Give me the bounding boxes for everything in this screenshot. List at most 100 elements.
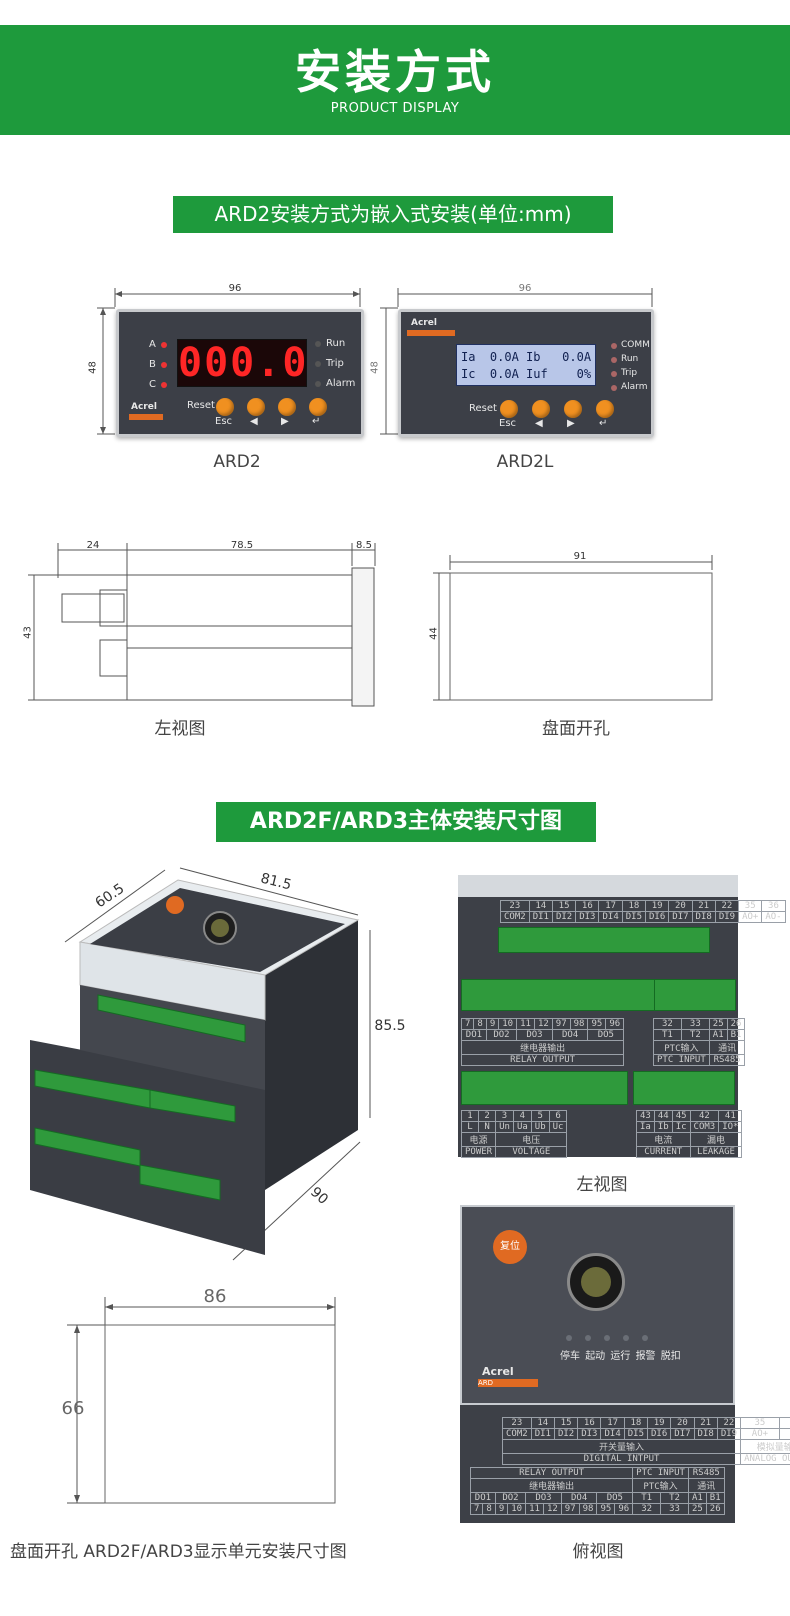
ard2-panel: A B C 000.0 Run Trip Alarm Acrel Reset E… <box>116 309 364 437</box>
phase-c-label: C <box>149 379 156 390</box>
terminal-label: DI6 <box>645 911 670 923</box>
reset-button[interactable] <box>500 400 518 418</box>
comm-cn: 通讯 <box>708 1040 746 1055</box>
esc-label: Esc <box>215 416 233 427</box>
terminal-number: 18 <box>621 900 647 912</box>
left-button[interactable] <box>532 400 550 418</box>
run-led <box>611 357 617 363</box>
trip-led <box>315 361 321 367</box>
phase-b-label: B <box>149 359 156 370</box>
relay-en-label: RELAY OUTPUT <box>460 1054 625 1066</box>
panel-dim-86: 86 <box>203 1286 227 1307</box>
run-label: Run <box>621 354 639 364</box>
leakage-cn: 漏电 <box>689 1132 743 1147</box>
terminal-label: DI3 <box>575 911 600 923</box>
terminal-label: DI1 <box>528 911 553 923</box>
terminal-number: 97 <box>560 1503 580 1515</box>
ard2-led-display: 000.0 <box>177 339 309 387</box>
alarm-label: Alarm <box>621 382 648 392</box>
terminal-label: DO1 <box>470 1492 496 1504</box>
terminal-number: 8 <box>473 1018 487 1030</box>
terminal-number: 95 <box>587 1018 607 1030</box>
side-view-caption: 左视图 <box>154 719 206 739</box>
ard2-dimension-lines <box>97 288 361 435</box>
terminal-number: 17 <box>600 1417 625 1429</box>
terminal-label: AO+ <box>738 911 763 923</box>
lcd-row-2: Ic 0.0A Iuf 0% <box>461 367 592 381</box>
current-en: CURRENT <box>636 1146 691 1158</box>
terminal-number: 21 <box>693 1417 718 1429</box>
terminal-number: 97 <box>551 1018 571 1030</box>
iso-dim-85-5: 85.5 <box>374 1018 406 1034</box>
terminal-number: 19 <box>645 900 670 912</box>
reset-knob[interactable]: 复位 <box>493 1230 527 1264</box>
terminal-label: T2 <box>660 1492 689 1504</box>
left-button[interactable] <box>247 398 265 416</box>
rs485-en: RS485 <box>687 1467 725 1479</box>
terminal-number: 15 <box>553 1417 579 1429</box>
terminal-number: 42 <box>689 1110 720 1122</box>
right-button[interactable] <box>278 398 296 416</box>
side-dim-78-5: 78.5 <box>230 540 254 551</box>
terminal-number: 25 <box>708 1018 728 1030</box>
terminal-label: COM2 <box>500 911 530 923</box>
enter-button[interactable] <box>309 398 327 416</box>
page-subtitle: PRODUCT DISPLAY <box>330 101 460 116</box>
terminal-label: DI6 <box>647 1428 672 1440</box>
reset-label: Reset <box>187 400 215 411</box>
terminal-number: 7 <box>469 1503 484 1515</box>
reset-label: Reset <box>469 403 497 414</box>
run-label: Run <box>326 338 346 349</box>
ard2l-dimension-lines <box>380 288 653 435</box>
terminal-number: 21 <box>691 900 716 912</box>
terminal-number: 10 <box>498 1018 518 1030</box>
header-banner <box>0 25 790 135</box>
terminal-label: Ib <box>653 1121 673 1133</box>
terminal-number: 26 <box>726 1018 746 1030</box>
terminal-number: 7 <box>460 1018 475 1030</box>
esc-label: Esc <box>499 418 517 429</box>
terminal-number: 9 <box>485 1018 500 1030</box>
terminal-number: 17 <box>598 900 623 912</box>
ard2-height-dim: 48 <box>87 361 99 374</box>
terminal-label: Ia <box>636 1121 655 1133</box>
terminal-block-ptc <box>654 979 736 1011</box>
section2-heading: ARD2F/ARD3主体安装尺寸图 <box>216 802 596 842</box>
right-button[interactable] <box>564 400 582 418</box>
terminal-number: 10 <box>507 1503 527 1515</box>
terminal-label: DI2 <box>551 911 577 923</box>
terminal-label: IO* <box>718 1121 743 1133</box>
terminal-number: 36 <box>778 1417 790 1429</box>
terminal-number: 16 <box>577 1417 602 1429</box>
relay-label: DO4 <box>551 1029 589 1041</box>
comm-led <box>611 343 617 349</box>
terminal-number: 26 <box>705 1503 725 1515</box>
terminal-number: 5 <box>530 1110 550 1122</box>
terminal-label: DO5 <box>596 1492 634 1504</box>
rs485-en: RS485 <box>708 1054 746 1066</box>
alarm-label: Alarm <box>326 378 356 389</box>
left-view-caption: 左视图 <box>576 1175 628 1195</box>
reset-button[interactable] <box>216 398 234 416</box>
enter-button[interactable] <box>596 400 614 418</box>
voltage-en: VOLTAGE <box>495 1146 568 1158</box>
terminal-label: COM2 <box>502 1428 532 1440</box>
terminal-number: 98 <box>578 1503 598 1515</box>
side-view-drawing <box>28 543 376 707</box>
di-cn: 开关量输入 <box>501 1439 742 1454</box>
comm-cn: 通讯 <box>687 1478 725 1493</box>
terminal-number: 23 <box>500 900 530 912</box>
analog-en: ANALOG OUTPUT <box>740 1453 790 1465</box>
terminal-label: DI9 <box>714 911 740 923</box>
terminal-label: T2 <box>680 1029 710 1041</box>
model-bar: ARD <box>478 1379 538 1387</box>
terminal-label: Ub <box>530 1121 550 1133</box>
terminal-number: 25 <box>687 1503 707 1515</box>
ard2l-caption: ARD2L <box>496 452 554 472</box>
terminal-label: DI8 <box>691 911 716 923</box>
terminal-number: 4 <box>512 1110 532 1122</box>
ard2l-lcd: Ia 0.0A Ib 0.0A Ic 0.0A Iuf 0% <box>456 344 596 386</box>
panel-dim-66: 66 <box>61 1398 85 1419</box>
